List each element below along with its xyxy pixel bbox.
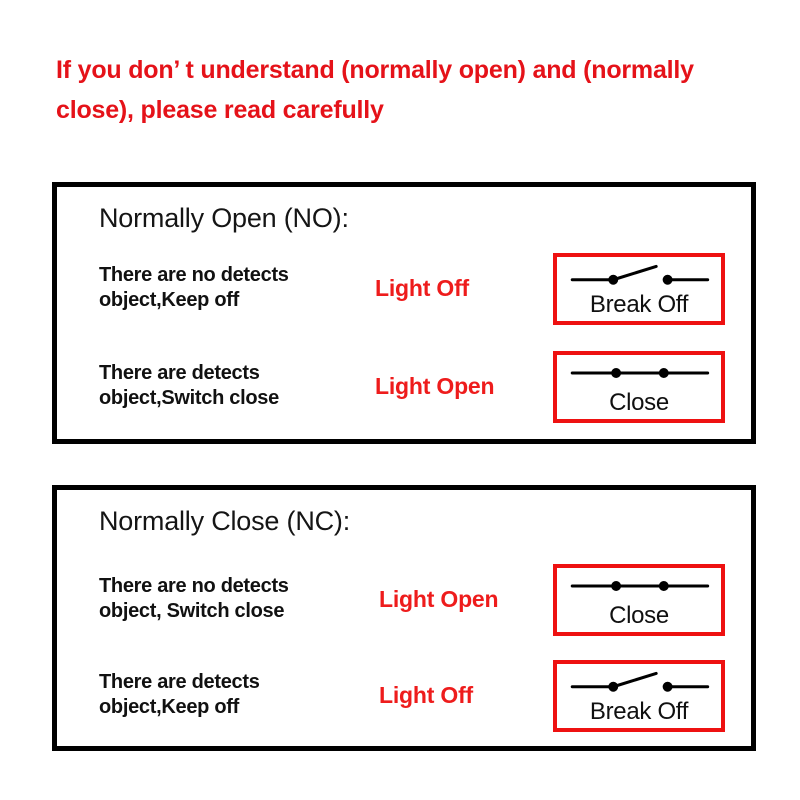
switch-symbol-card: Break Off — [553, 253, 725, 325]
switch-state-label: Break Off — [589, 698, 689, 725]
switch-symbol-card: Close — [553, 351, 725, 423]
switch-open-icon — [570, 264, 710, 285]
section-title-normally-open: Normally Open (NO): — [99, 203, 349, 233]
section-title-normally-close: Normally Close (NC): — [99, 506, 351, 536]
condition-text: There are no detects object,Keep off — [99, 263, 349, 313]
condition-line-1: There are detects — [99, 362, 260, 384]
switch-closed-icon — [570, 581, 710, 591]
lamp-state-label: Light Open — [379, 586, 499, 612]
section-normally-open: Normally Open (NO): There are no detects… — [52, 182, 756, 444]
header-warning-note: If you don’ t understand (normally open)… — [56, 56, 694, 124]
switch-open-icon — [570, 671, 710, 692]
state-row: There are detects object,Switch close Li… — [57, 351, 751, 443]
switch-symbol-card: Break Off — [553, 660, 725, 732]
switch-state-label: Close — [609, 389, 669, 416]
state-row: There are detects object,Keep off Light … — [57, 660, 751, 752]
condition-line-1: There are no detects — [99, 575, 289, 597]
switch-symbol-card: Close — [553, 564, 725, 636]
state-row: There are no detects object, Switch clos… — [57, 564, 751, 656]
switch-state-label: Close — [609, 602, 669, 629]
condition-line-2: object, Switch close — [99, 600, 285, 622]
condition-line-1: There are detects — [99, 671, 260, 693]
condition-text: There are detects object,Switch close — [99, 361, 349, 411]
switch-state-label: Break Off — [589, 291, 689, 318]
section-normally-close: Normally Close (NC): There are no detect… — [52, 485, 756, 751]
condition-text: There are detects object,Keep off — [99, 670, 349, 720]
condition-line-1: There are no detects — [99, 264, 289, 286]
lamp-state-label: Light Off — [379, 682, 473, 708]
switch-closed-icon — [570, 368, 710, 378]
condition-line-2: object,Keep off — [99, 289, 239, 311]
lamp-state-label: Light Off — [375, 275, 469, 301]
condition-line-2: object,Switch close — [99, 387, 279, 409]
lamp-state-label: Light Open — [375, 373, 495, 399]
state-row: There are no detects object,Keep off Lig… — [57, 253, 751, 345]
condition-text: There are no detects object, Switch clos… — [99, 574, 349, 624]
condition-line-2: object,Keep off — [99, 696, 239, 718]
